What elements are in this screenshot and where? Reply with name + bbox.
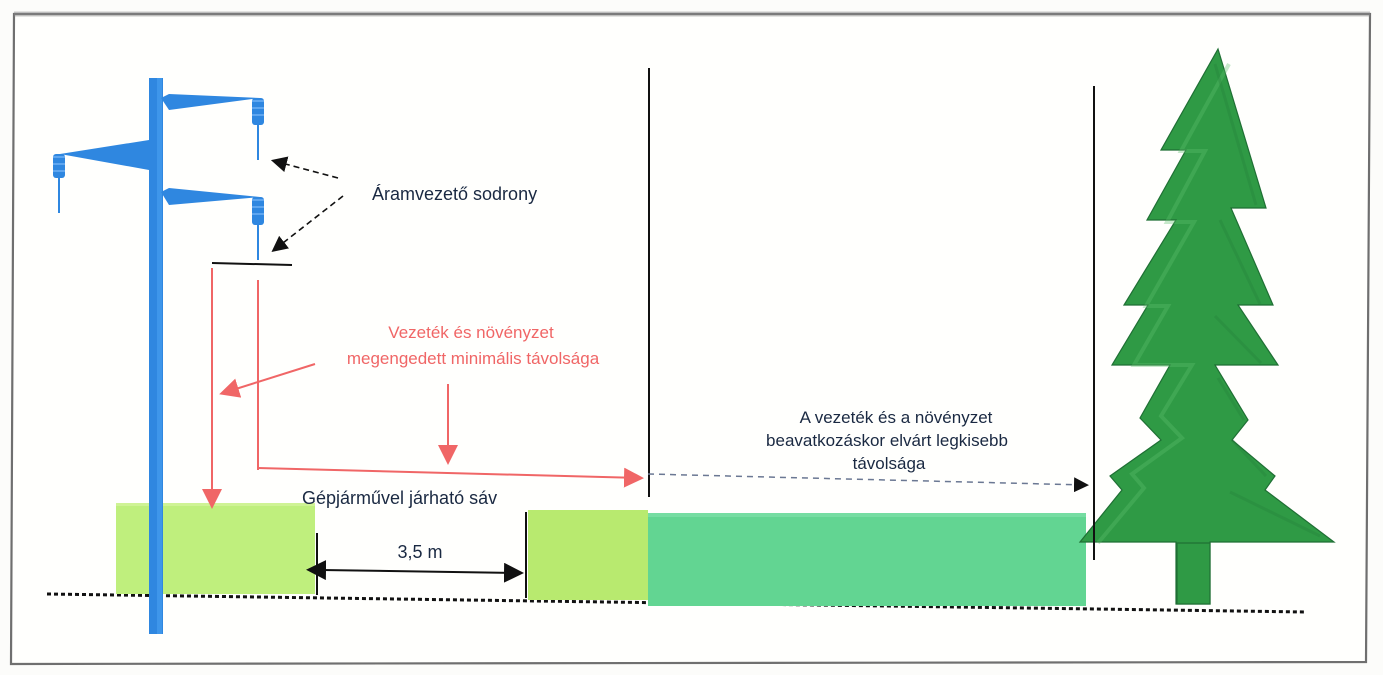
expected-distance-label-line2: beavatkozáskor elvárt legkisebb — [766, 431, 1008, 450]
minimum-clearance-label-arrow — [219, 363, 316, 398]
conductor-clearance-base-line — [211, 262, 293, 266]
expected-distance-label-line1: A vezeték és a növényzet — [800, 408, 993, 427]
outer-frame — [9, 12, 1372, 666]
minimum-distance-label-line1: Vezeték és növényzet — [388, 323, 554, 342]
conductor-arrow-upper — [270, 156, 339, 179]
conductor-label: Áramvezető sodrony — [372, 184, 537, 204]
minimum-distance-label-line2: megengedett minimális távolsága — [347, 349, 600, 368]
grass-strip-left — [116, 503, 315, 594]
vehicle-lane-label: Gépjárművel járható sáv — [302, 488, 497, 508]
lane-width-dimension-arrow — [306, 560, 524, 583]
expected-clearance-arrow — [647, 473, 1089, 493]
grass-strip-middle — [528, 510, 648, 600]
conifer-tree-icon — [1078, 47, 1336, 605]
vegetation-strip-right — [648, 513, 1086, 606]
transmission-pole-icon — [53, 78, 264, 634]
grass-strip-left-highlight — [116, 503, 315, 506]
lane-width-label: 3,5 m — [397, 542, 442, 562]
vegetation-strip-highlight — [648, 513, 1086, 517]
conductor-arrow-lower — [271, 195, 344, 252]
horizontal-red-clearance-arrow — [257, 467, 644, 488]
expected-distance-label-line3: távolsága — [853, 454, 926, 473]
